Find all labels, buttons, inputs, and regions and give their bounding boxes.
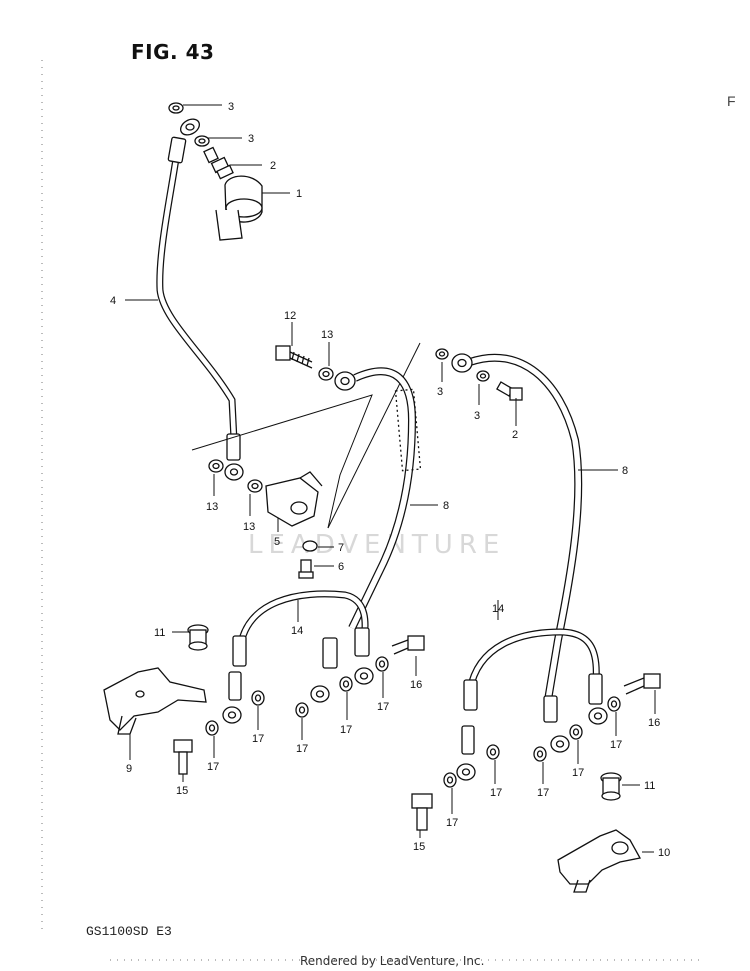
hose-clamp-10 [557, 829, 642, 893]
washer-3-upper-a [168, 102, 184, 114]
model-code: GS1100SD E3 [86, 924, 172, 939]
callout-12: 12 [284, 310, 296, 322]
callout-3-b: 3 [248, 133, 254, 145]
washer-17-f [486, 744, 500, 760]
washer-17-i [569, 724, 583, 740]
right-front-brake-hose [451, 353, 583, 701]
grommet-11-right [600, 772, 622, 801]
callout-11-b: 11 [644, 780, 655, 792]
callout-14-b: 14 [492, 603, 504, 615]
callout-8-a: 8 [443, 500, 449, 512]
edge-mark: F [727, 93, 736, 109]
union-bolt-2-upper [203, 146, 234, 180]
callout-4: 4 [110, 295, 116, 307]
left-caliper-hose [222, 590, 374, 724]
callout-8-b: 8 [622, 465, 628, 477]
union-bolt-12 [275, 345, 313, 369]
callout-2-a: 2 [270, 160, 276, 172]
footer-credit: Rendered by LeadVenture, Inc. [300, 954, 485, 968]
leader-lines [125, 104, 656, 853]
callout-13-c: 13 [321, 329, 333, 341]
callout-17-j: 17 [610, 739, 622, 751]
washer-17-b [205, 720, 219, 736]
callout-1: 1 [296, 188, 302, 200]
callout-9: 9 [126, 763, 132, 775]
callout-15-a: 15 [176, 785, 188, 797]
bolt-15-right [411, 793, 433, 831]
washer-17-h [533, 746, 547, 762]
watermark-logo: LEADVENTURE [248, 530, 506, 560]
washer-17-j [607, 696, 621, 712]
scan-edge-marks [41, 60, 700, 961]
union-bolt-2-right [496, 381, 523, 401]
bolt-16-left [391, 635, 425, 655]
callout-17-e: 17 [377, 701, 389, 713]
washer-13-c [318, 367, 334, 381]
callout-17-d: 17 [340, 724, 352, 736]
hose-clamp-9 [103, 667, 207, 735]
callout-16-b: 16 [648, 717, 660, 729]
grommet-11-left [187, 624, 209, 651]
upper-brake-hose [156, 118, 244, 481]
callout-17-a: 17 [252, 733, 264, 745]
washer-3-upper-b [194, 135, 210, 147]
callout-17-i: 17 [572, 767, 584, 779]
callout-2-b: 2 [512, 429, 518, 441]
washer-17-c [295, 702, 309, 718]
callout-17-f: 17 [490, 787, 502, 799]
callout-3-a: 3 [228, 101, 234, 113]
three-way-joint [265, 471, 323, 527]
callout-6: 6 [338, 561, 344, 573]
callout-7: 7 [338, 542, 344, 554]
left-front-brake-hose [334, 367, 422, 630]
callout-14-a: 14 [291, 625, 303, 637]
washer-17-g [443, 772, 457, 788]
callout-labels: 3 3 2 1 4 12 13 3 3 2 13 13 5 7 6 8 8 14… [110, 101, 670, 859]
callout-15-b: 15 [413, 841, 425, 853]
washer-13-b [247, 479, 263, 493]
callout-17-b: 17 [207, 761, 219, 773]
callout-10: 10 [658, 847, 670, 859]
callout-17-c: 17 [296, 743, 308, 755]
callout-16-a: 16 [410, 679, 422, 691]
washer-17-e [375, 656, 389, 672]
washer-17-a [251, 690, 265, 706]
figure-title: FIG. 43 [131, 40, 215, 64]
callout-13-a: 13 [206, 501, 218, 513]
bolt-6 [298, 559, 314, 579]
bolt-15-left [173, 739, 193, 775]
callout-3-d: 3 [474, 410, 480, 422]
washer-3-right-a [435, 348, 449, 360]
callout-11-a: 11 [154, 627, 165, 639]
right-caliper-hose [456, 628, 608, 781]
callout-5: 5 [274, 536, 280, 548]
bolt-16-right [623, 673, 661, 695]
callout-3-c: 3 [437, 386, 443, 398]
callout-17-h: 17 [537, 787, 549, 799]
callout-17-g: 17 [446, 817, 458, 829]
nut-7 [302, 540, 318, 552]
master-cylinder-cap [215, 175, 263, 241]
washer-17-d [339, 676, 353, 692]
washer-3-right-b [476, 370, 490, 382]
washer-13-a [208, 459, 224, 473]
callout-13-b: 13 [243, 521, 255, 533]
